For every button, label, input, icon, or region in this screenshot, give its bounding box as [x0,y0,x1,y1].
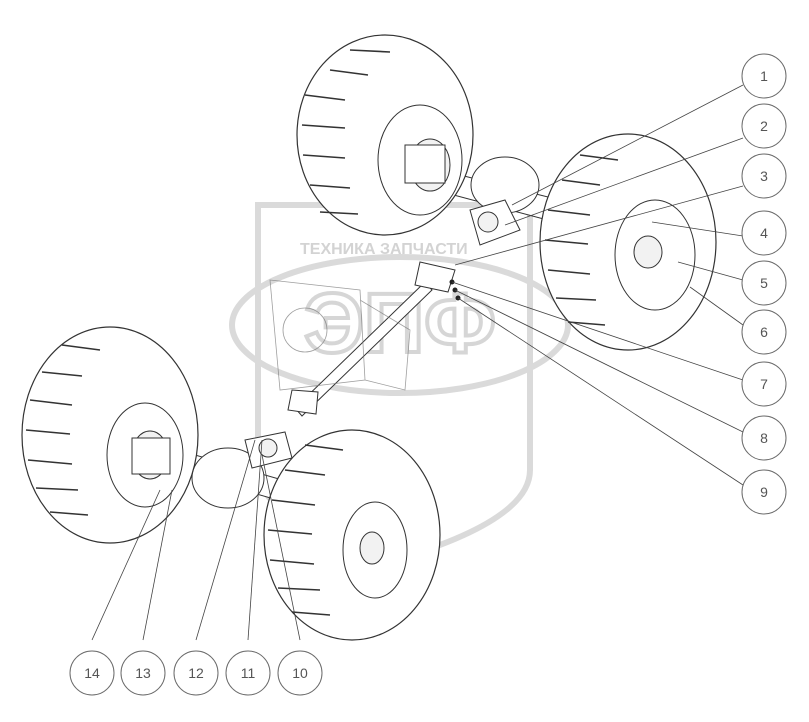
svg-text:13: 13 [135,665,151,681]
callout-11: 11 [225,650,271,696]
svg-text:11: 11 [241,665,256,681]
callout-8: 8 [741,415,787,461]
callout-12: 12 [173,650,219,696]
wheel-front-right [263,429,441,641]
svg-text:7: 7 [760,376,768,392]
watermark-letters: ЭПФ [304,276,496,370]
svg-text:6: 6 [760,324,768,340]
wheel-rear-right [539,133,717,351]
svg-text:9: 9 [760,484,768,500]
callout-2: 2 [741,103,787,149]
svg-text:5: 5 [760,275,768,291]
callout-1: 1 [741,53,787,99]
callout-10: 10 [277,650,323,696]
svg-text:10: 10 [292,665,308,681]
svg-text:14: 14 [84,665,100,681]
svg-text:8: 8 [760,430,768,446]
callout-7: 7 [741,361,787,407]
watermark-logo: ТЕХНИКА ЗАПЧАСТИ ЭПФ [229,202,571,564]
callout-5: 5 [741,260,787,306]
svg-text:3: 3 [760,168,768,184]
callout-3: 3 [741,153,787,199]
callout-4: 4 [741,210,787,256]
transfer-case [269,279,411,391]
svg-text:2: 2 [760,118,768,134]
rear-axle-housing [434,156,561,246]
watermark-text: ТЕХНИКА ЗАПЧАСТИ [300,241,468,258]
callout-9: 9 [741,469,787,515]
svg-text:1: 1 [760,68,768,84]
callout-13: 13 [120,650,166,696]
leader-lines [91,84,744,641]
callout-14: 14 [69,650,115,696]
wheel-front-left [21,326,199,544]
callout-6: 6 [741,309,787,355]
svg-text:4: 4 [760,225,768,241]
svg-text:12: 12 [188,665,204,681]
wheel-rear-left [296,34,474,236]
